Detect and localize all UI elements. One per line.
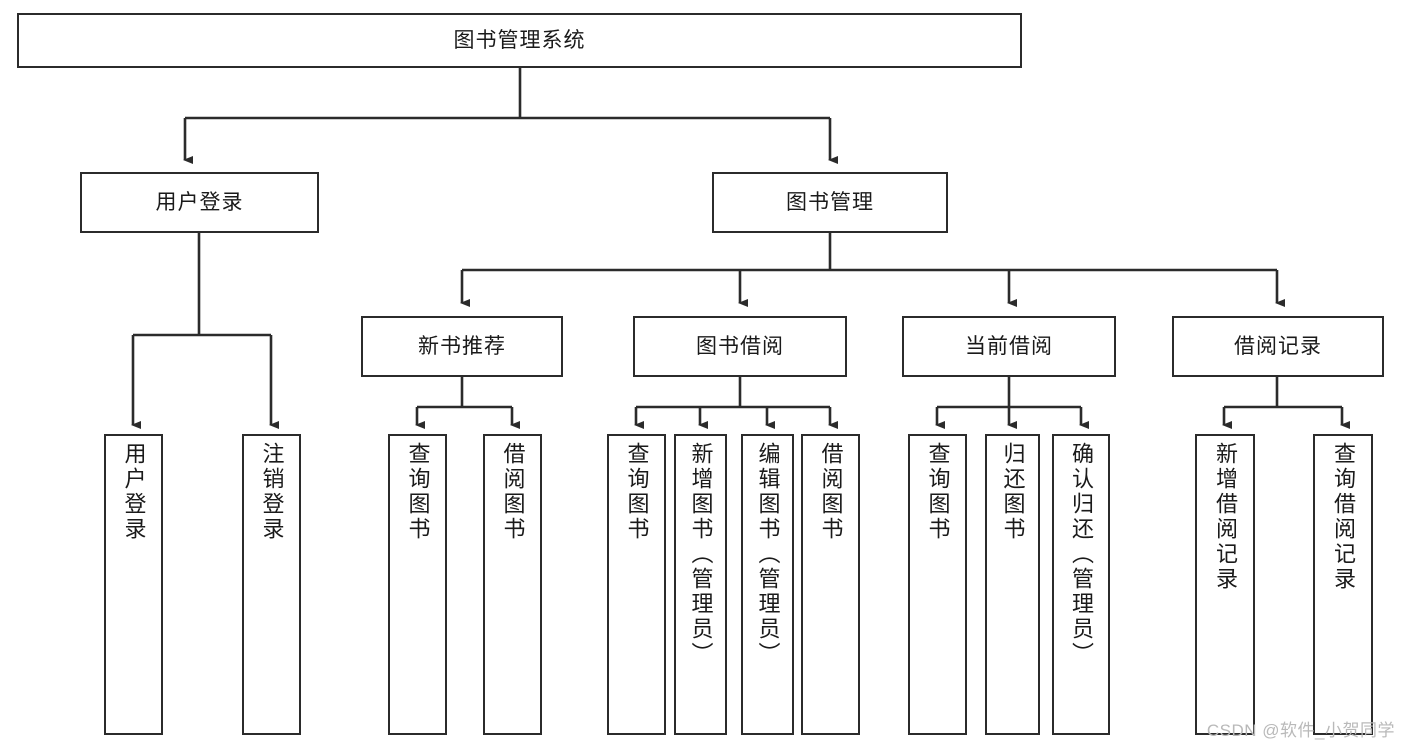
leaf-user-login[interactable]: 用户登录 — [104, 434, 163, 735]
leaf-recommend-borrow-book[interactable]: 借阅图书 — [483, 434, 542, 735]
node-root-system[interactable]: 图书管理系统 — [17, 13, 1022, 68]
node-label: 编辑图书（管理员） — [755, 442, 781, 667]
leaf-current-return-book[interactable]: 归还图书 — [985, 434, 1040, 735]
node-label: 归还图书 — [1000, 442, 1026, 542]
node-label: 查询借阅记录 — [1331, 442, 1356, 592]
node-label: 新增图书（管理员） — [688, 442, 714, 667]
leaf-borrow-add-book-admin[interactable]: 新增图书（管理员） — [674, 434, 727, 735]
leaf-current-query-book[interactable]: 查询图书 — [908, 434, 967, 735]
node-book-management[interactable]: 图书管理 — [712, 172, 948, 233]
node-label: 确认归还（管理员） — [1069, 442, 1094, 667]
leaf-current-confirm-return-admin[interactable]: 确认归还（管理员） — [1052, 434, 1110, 735]
node-new-book-recommend[interactable]: 新书推荐 — [361, 316, 563, 377]
node-label: 借阅图书 — [500, 442, 526, 542]
node-label: 图书借阅 — [696, 334, 784, 358]
leaf-record-add-borrow-record[interactable]: 新增借阅记录 — [1195, 434, 1255, 735]
node-label: 图书管理 — [786, 190, 874, 214]
csdn-watermark: CSDN @软件_小贺同学 — [1206, 721, 1395, 740]
node-label: 查询图书 — [925, 442, 951, 542]
leaf-recommend-query-book[interactable]: 查询图书 — [388, 434, 447, 735]
leaf-borrow-edit-book-admin[interactable]: 编辑图书（管理员） — [741, 434, 794, 735]
node-label: 借阅图书 — [818, 442, 844, 542]
node-label: 借阅记录 — [1234, 334, 1322, 358]
node-label: 用户登录 — [121, 442, 147, 542]
node-label: 查询图书 — [405, 442, 431, 542]
node-label: 注销登录 — [259, 442, 285, 542]
leaf-borrow-query-book[interactable]: 查询图书 — [607, 434, 666, 735]
leaf-record-query-borrow-record[interactable]: 查询借阅记录 — [1313, 434, 1373, 735]
node-label: 新增借阅记录 — [1213, 442, 1238, 592]
node-label: 当前借阅 — [965, 334, 1053, 358]
node-label: 用户登录 — [155, 190, 244, 214]
node-borrow-record[interactable]: 借阅记录 — [1172, 316, 1384, 377]
node-label: 查询图书 — [624, 442, 650, 542]
node-book-borrow[interactable]: 图书借阅 — [633, 316, 847, 377]
leaf-user-logout[interactable]: 注销登录 — [242, 434, 301, 735]
node-label: 图书管理系统 — [453, 28, 586, 52]
node-user-login[interactable]: 用户登录 — [80, 172, 319, 233]
node-current-borrow[interactable]: 当前借阅 — [902, 316, 1116, 377]
node-label: 新书推荐 — [418, 334, 506, 358]
leaf-borrow-borrow-book[interactable]: 借阅图书 — [801, 434, 860, 735]
